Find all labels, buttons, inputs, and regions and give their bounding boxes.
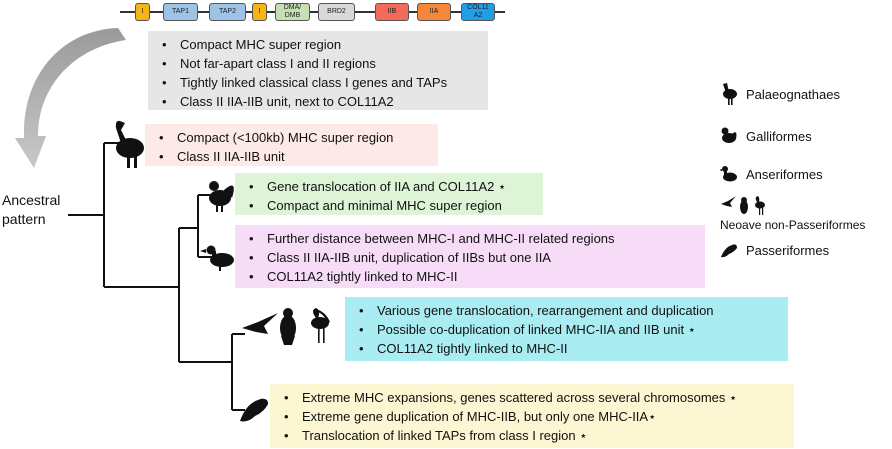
parrot-icon [721,244,737,258]
galliformes-features-box: Gene translocation of IIA and COL11A2 ⋆ … [235,173,543,215]
gene-segment-tap1: TAP1 [163,3,198,21]
clade-feature: Compact and minimal MHC super region [245,196,535,215]
ancestral-feature: Class II IIA-IIB unit, next to COL11A2 [158,92,480,111]
palaeognathae-features-box: Compact (<100kb) MHC super region Class … [145,124,438,166]
chromosome-line [120,11,505,13]
ancestral-feature: Tightly linked classical class I genes a… [158,73,480,92]
clade-feature: Various gene translocation, rearrangemen… [355,301,780,320]
legend-label: Anseriformes [746,166,823,182]
ostrich-icon [115,120,144,168]
legend-item-neoaves: Neoave non-Passeriformes [720,218,865,232]
clade-feature: Class II IIA-IIB unit [155,147,430,166]
ibis-icon [755,201,765,209]
legend-label: Galliformes [746,128,812,144]
ancestral-label-line-2: pattern [2,211,46,227]
legend-item-palaeognathae: Palaeognathaes [720,82,840,106]
anseriformes-features-box: Further distance between MHC-I and MHC-I… [235,225,705,288]
tree-branches [68,142,245,411]
clade-feature: Gene translocation of IIA and COL11A2 ⋆ [245,177,535,196]
gene-map: I TAP1 TAP2 I DMA/ DMB BRD2 IIB IIA COL1… [120,0,510,26]
hummingbird-icon [721,196,736,207]
clade-feature: COL11A2 tightly linked to MHC-II [245,267,697,286]
legend-item-neoaves-icons [720,194,772,216]
gene-segment-class-i: I [252,3,267,21]
gene-segment-tap2: TAP2 [209,3,246,21]
neoaves-features-box: Various gene translocation, rearrangemen… [345,297,788,361]
rooster-icon [209,181,234,212]
ancestral-feature: Compact MHC super region [158,35,480,54]
ancestral-features-box: Compact MHC super region Not far-apart c… [148,31,488,111]
gene-segment-iib: IIB [375,3,409,21]
clade-feature: COL11A2 tightly linked to MHC-II [355,339,780,358]
ancestral-pattern-label: Ancestral pattern [2,191,60,229]
legend-item-galliformes: Galliformes [720,126,812,146]
parrot-icon [240,398,268,422]
clade-feature: Further distance between MHC-I and MHC-I… [245,229,697,248]
legend-label: Neoave non-Passeriformes [720,218,866,232]
neoaves-icons [721,196,765,215]
clade-feature: Class II IIA-IIB unit, duplication of II… [245,248,697,267]
hummingbird-icon [242,313,278,334]
ibis-icon [311,308,330,343]
gene-segment-col11a2: COL11 A2 [461,3,495,21]
penguin-icon [740,200,748,214]
ancestral-feature: Not far-apart class I and II regions [158,54,480,73]
gene-segment-brd2: BRD2 [318,3,355,21]
duck-icon [720,166,737,182]
legend: Palaeognathaes Galliformes Anseriformes … [720,82,892,272]
legend-label: Palaeognathaes [746,86,840,102]
gene-segment-dma-dmb: DMA/ DMB [275,3,310,21]
legend-item-anseriformes: Anseriformes [720,164,823,184]
legend-item-passeriformes: Passeriformes [720,240,829,260]
ostrich-icon [723,83,737,105]
legend-label: Passeriformes [746,242,830,258]
clade-feature: Translocation of linked TAPs from class … [280,426,786,445]
ancestral-label-line-1: Ancestral [2,192,61,208]
clade-feature: Possible co-duplication of linked MHC-II… [355,320,780,339]
rooster-icon [721,127,737,143]
clade-feature: Extreme MHC expansions, genes scattered … [280,388,786,407]
penguin-icon [280,308,296,345]
curved-arrow [15,28,126,168]
passeriformes-features-box: Extreme MHC expansions, genes scattered … [270,384,794,448]
gene-segment-class-i: I [135,3,150,21]
gene-segment-iia: IIA [417,3,451,21]
clade-feature: Extreme gene duplication of MHC-IIB, but… [280,407,786,426]
duck-icon [200,245,234,271]
clade-feature: Compact (<100kb) MHC super region [155,128,430,147]
